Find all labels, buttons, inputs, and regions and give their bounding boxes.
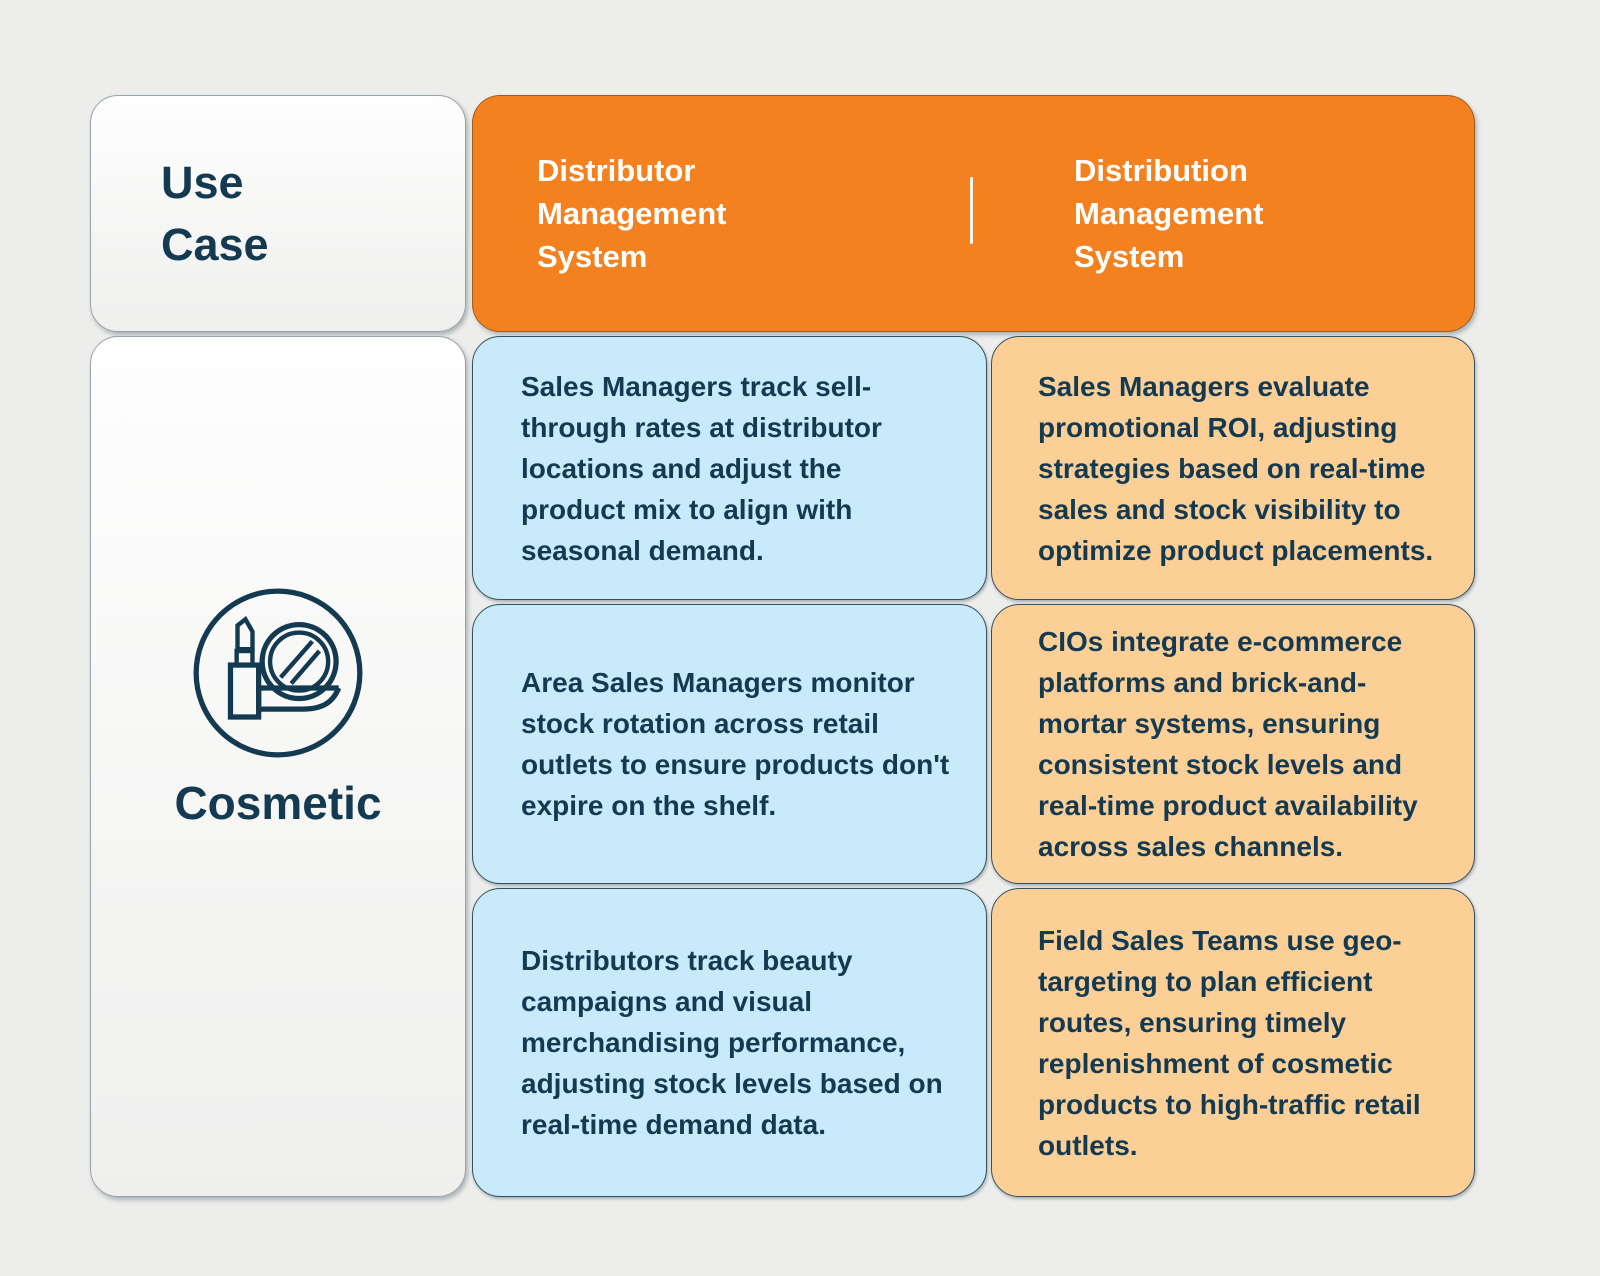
use-case-cell-distributor-3: Distributors track beauty campaigns and …: [472, 888, 987, 1197]
use-case-cell-distribution-2: CIOs integrate e-commerce platforms and …: [991, 604, 1475, 884]
distribution-management-system-title: Distribution Management System: [1074, 153, 1264, 274]
systems-header-card: Distributor Management System Distributi…: [472, 95, 1475, 332]
distributor-management-system-title: Distributor Management System: [537, 153, 727, 274]
use-case-cell-distributor-1: Sales Managers track sell-through rates …: [472, 336, 987, 600]
cosmetic-label: Cosmetic: [174, 777, 382, 829]
use-case-header-card: Use Case: [90, 95, 466, 332]
use-case-cell-distribution-3: Field Sales Teams use geo-targeting to p…: [991, 888, 1475, 1197]
cosmetic-category-card: Cosmetic: [90, 336, 466, 1197]
use-case-cell-distributor-2: Area Sales Managers monitor stock rotati…: [472, 604, 987, 884]
header-divider: [970, 177, 973, 244]
cosmetics-icon: [193, 588, 363, 758]
use-case-title: Use Case: [161, 156, 269, 270]
use-case-cell-distribution-1: Sales Managers evaluate promotional ROI,…: [991, 336, 1475, 600]
